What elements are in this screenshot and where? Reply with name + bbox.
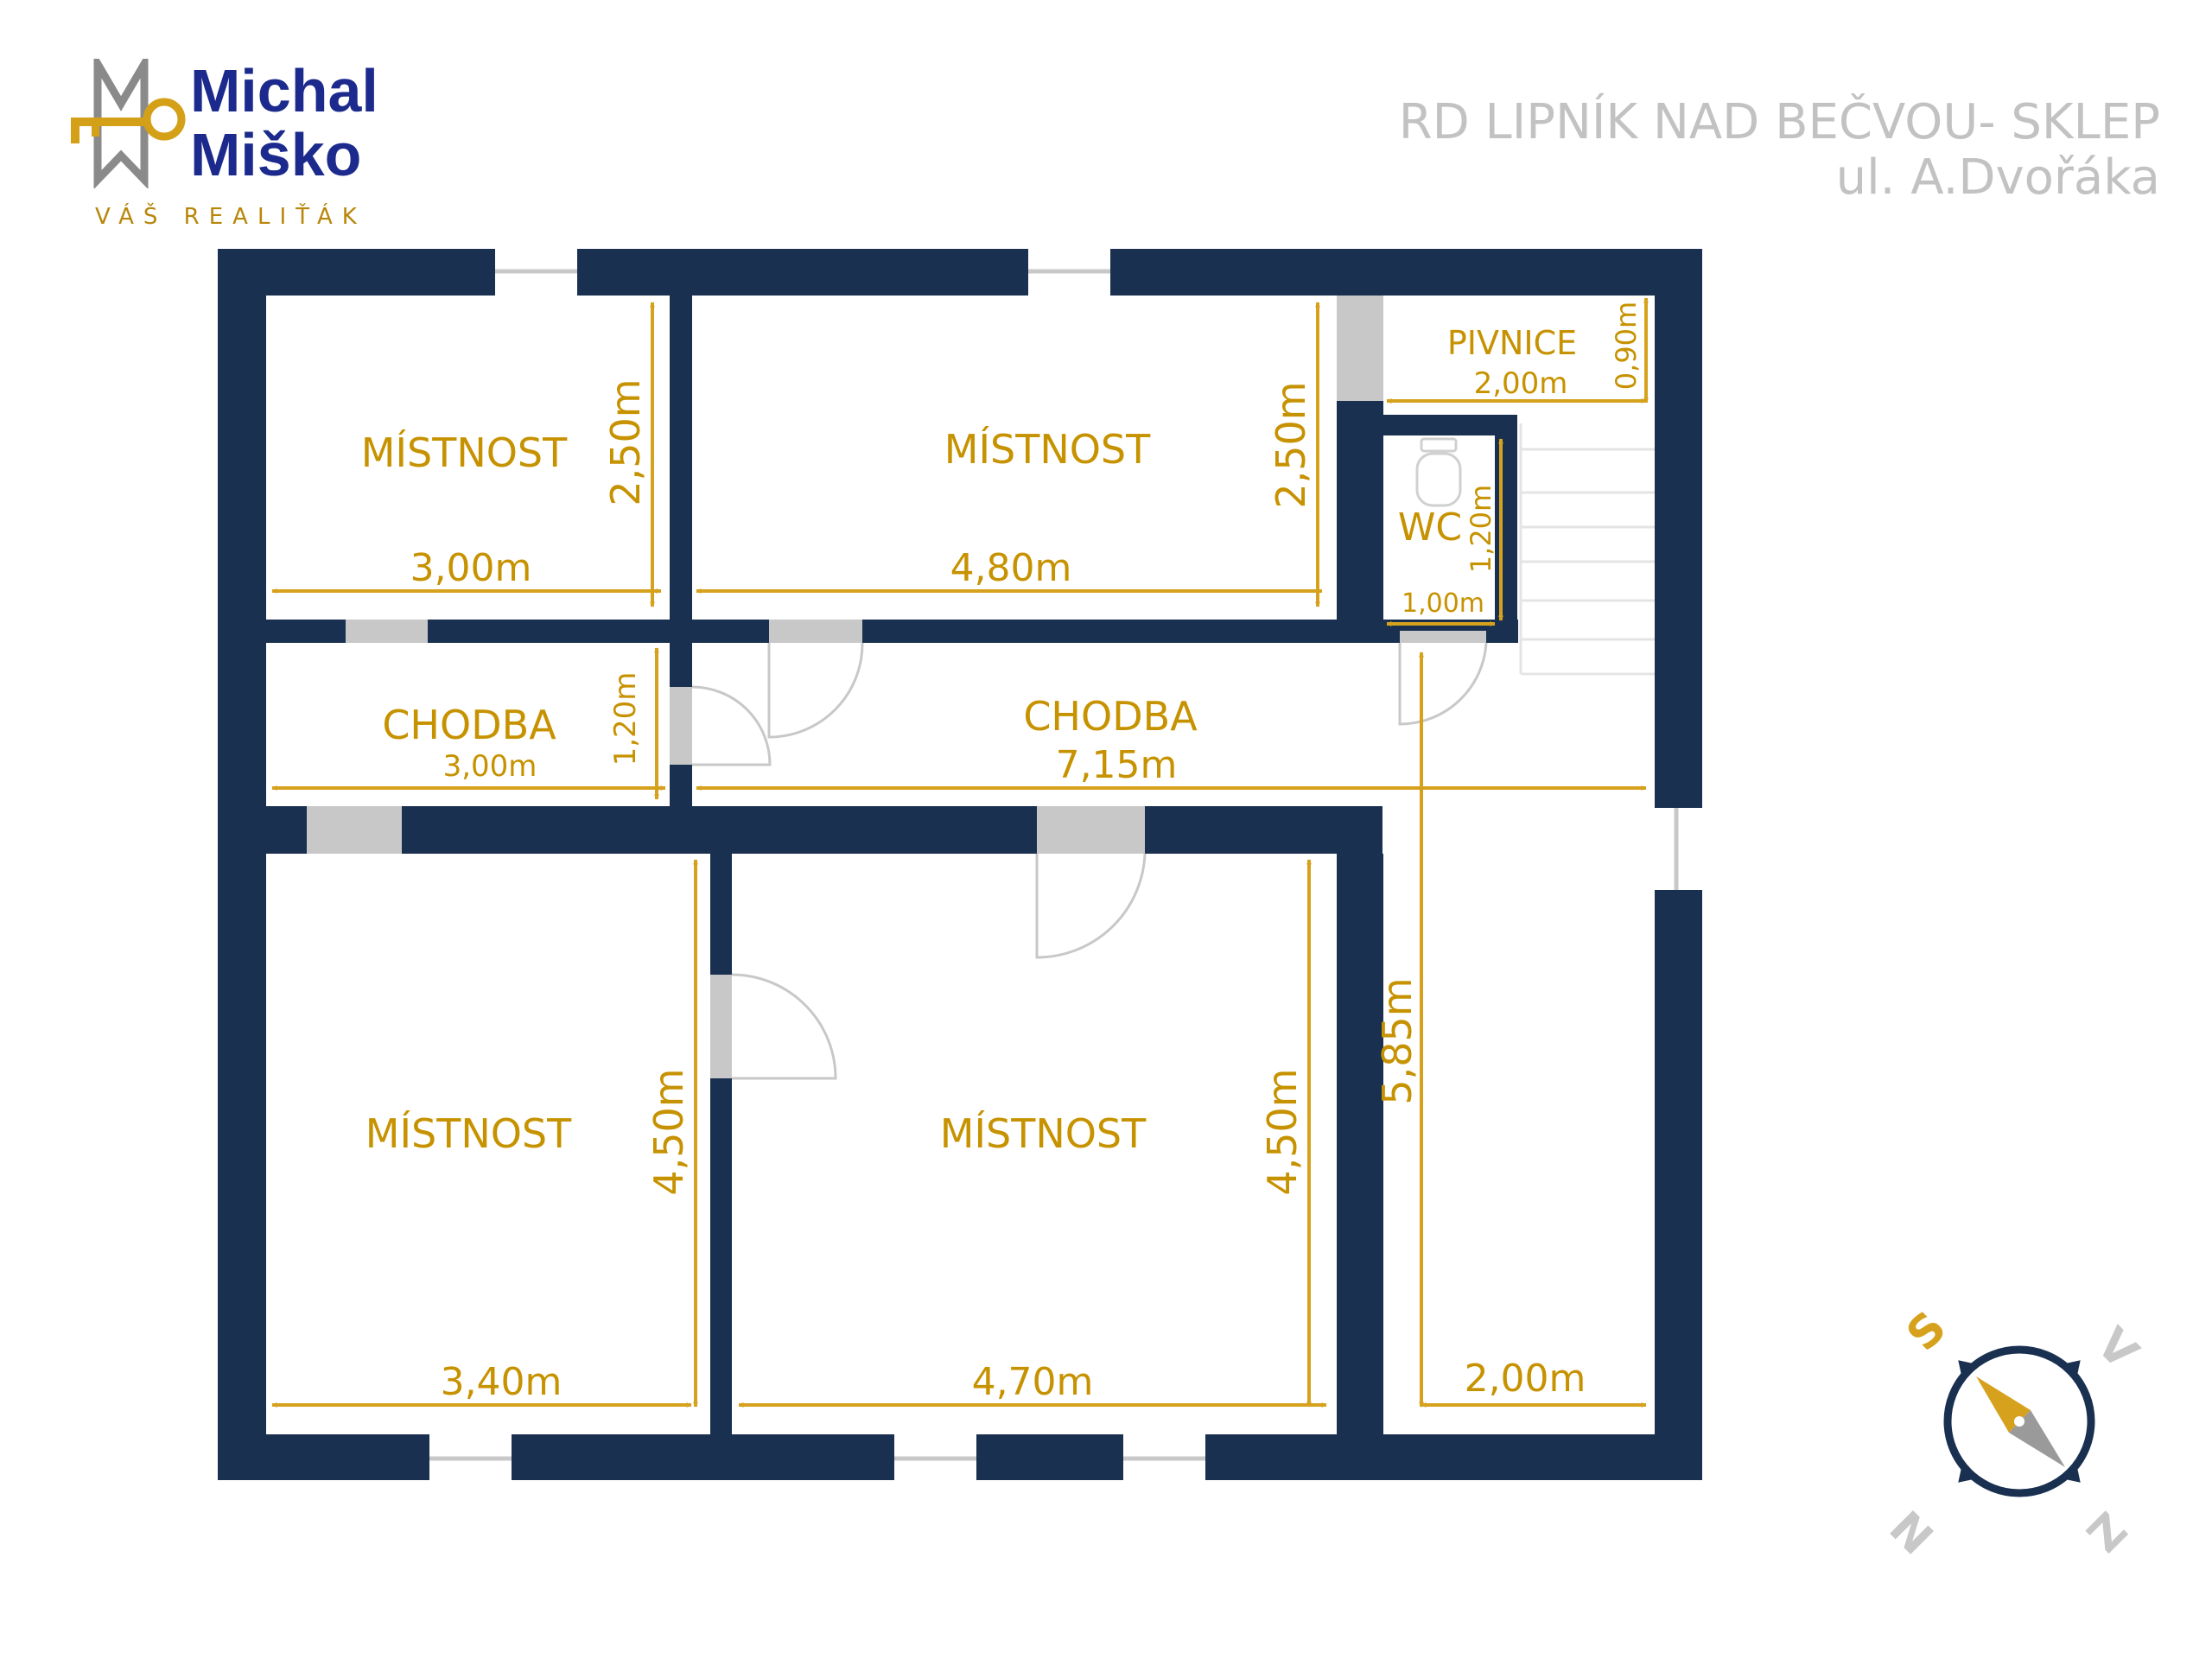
logo-tagline: VÁŠ REALIŤÁK <box>95 204 366 230</box>
logo-mark-icon <box>71 59 186 188</box>
wall <box>1655 890 1702 1480</box>
compass-north-label: N <box>1881 1499 1944 1562</box>
dimension-lines <box>271 297 1649 1408</box>
door-swing <box>767 642 864 739</box>
compass-icon: S V N Z <box>1881 1302 2147 1563</box>
compass-east-label: V <box>2087 1319 2148 1380</box>
dim-label: 4,70m <box>972 1360 1094 1404</box>
logo-name-line1: Michal <box>190 57 378 124</box>
staircase <box>1519 423 1655 676</box>
plan-title-line2: ul. A.Dvořáka <box>1835 149 2160 206</box>
dim-label: 1,00m <box>1402 588 1484 619</box>
door-opening <box>710 975 732 1078</box>
room-label-top-left: MÍSTNOST <box>361 429 568 476</box>
door-swing <box>731 973 837 1080</box>
plan-title-line1: RD LIPNÍK NAD BEČVOU- SKLEP <box>1398 94 2160 150</box>
plan-title: RD LIPNÍK NAD BEČVOU- SKLEP ul. A.Dvořák… <box>1399 95 2160 206</box>
dim-label: 2,00m <box>1465 1357 1586 1401</box>
wall <box>976 1434 1123 1480</box>
wall <box>218 1434 429 1480</box>
toilet-icon <box>1415 437 1462 507</box>
dim-label: 4,50m <box>1259 1068 1306 1195</box>
room-label-pivnice: PIVNICE <box>1447 324 1577 362</box>
compass-south-label: S <box>1897 1302 1957 1362</box>
room-label-chodba-left: CHODBA <box>382 702 556 748</box>
door-opening <box>346 620 428 643</box>
wall <box>1205 1434 1702 1480</box>
room-label-chodba-main: CHODBA <box>1023 693 1198 740</box>
dim-label: 4,80m <box>950 546 1072 590</box>
dim-label: 3,00m <box>443 749 537 784</box>
wall <box>1337 854 1383 1434</box>
door-opening <box>1037 806 1145 854</box>
door-swing <box>1035 853 1147 959</box>
windows <box>429 269 1679 1461</box>
wall <box>512 1434 894 1480</box>
door-swing <box>691 685 772 766</box>
compass-west-label: Z <box>2075 1501 2135 1560</box>
wall <box>1110 249 1702 296</box>
wall <box>577 249 1028 296</box>
room-label-bottom-mid: MÍSTNOST <box>940 1110 1147 1157</box>
wall <box>1655 249 1702 808</box>
dim-label: 1,20m <box>1465 485 1497 573</box>
dimension-labels: 3,00m 2,50m 4,80m 2,50m 2,00m 0,90m 1,00… <box>410 302 1643 1404</box>
dim-label: 2,50m <box>1268 381 1314 508</box>
dim-label: 0,90m <box>1610 302 1643 390</box>
logo-name-line2: Miško <box>190 121 362 188</box>
door-opening <box>1337 296 1383 401</box>
room-label-wc: WC <box>1398 505 1462 550</box>
dim-label: 1,20m <box>608 672 643 766</box>
door-opening <box>670 687 692 765</box>
door-swing <box>1398 642 1488 726</box>
dim-label: 3,40m <box>441 1360 563 1404</box>
room-label-top-mid: MÍSTNOST <box>944 426 1151 473</box>
doors <box>307 296 1488 1080</box>
logo-name: Michal Miško <box>190 59 378 187</box>
dim-label: 5,85m <box>1374 977 1421 1104</box>
dim-label: 2,50m <box>602 378 649 505</box>
door-opening <box>1400 631 1486 643</box>
wall <box>710 854 732 1434</box>
dim-label: 4,50m <box>645 1068 692 1195</box>
wall <box>218 620 1518 643</box>
dim-label: 3,00m <box>410 546 532 590</box>
door-opening <box>307 806 402 854</box>
wall <box>218 249 266 1480</box>
wall <box>1495 415 1517 643</box>
dim-label: 7,15m <box>1056 743 1178 787</box>
door-opening <box>769 620 862 643</box>
wall <box>218 806 1382 854</box>
room-labels: MÍSTNOST MÍSTNOST PIVNICE WC CHODBA CHOD… <box>361 324 1577 1157</box>
room-label-bottom-left: MÍSTNOST <box>365 1110 572 1157</box>
dim-label: 2,00m <box>1474 366 1568 401</box>
